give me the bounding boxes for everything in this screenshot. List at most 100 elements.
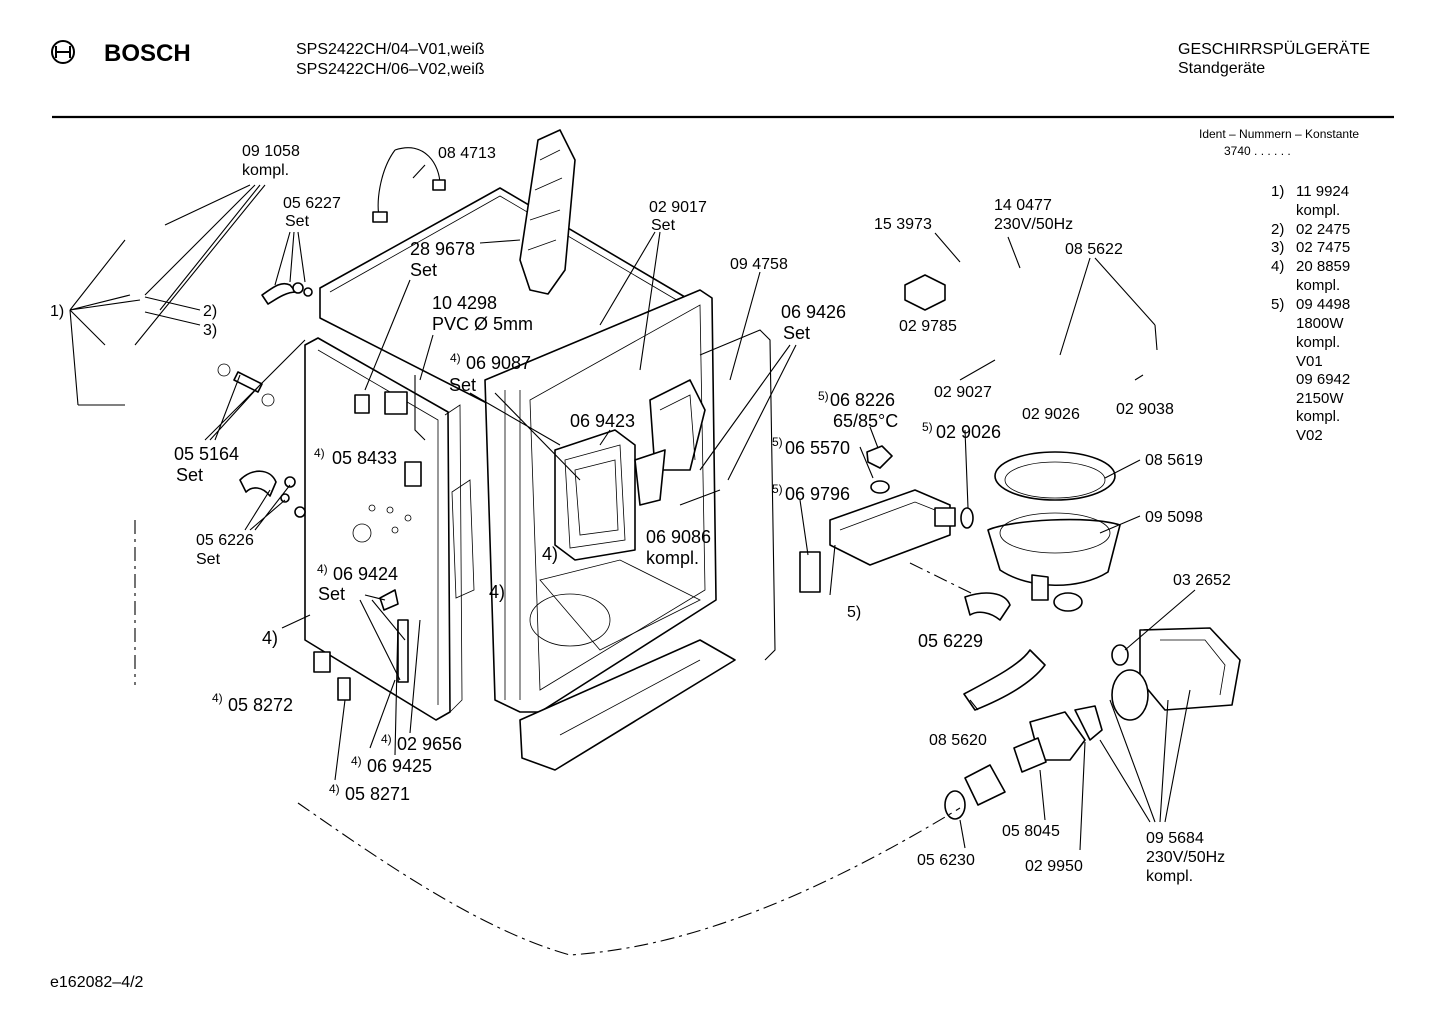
label-058433-sup: 4)	[314, 446, 325, 460]
label-140477: 14 0477	[994, 197, 1052, 214]
label-153973: 15 3973	[874, 216, 932, 233]
legend-key-4: 4)	[1271, 258, 1284, 275]
legend-key-3: 3)	[1271, 239, 1284, 256]
label-056230: 05 6230	[917, 852, 975, 869]
legend-value-3a: 02 7475	[1296, 239, 1350, 256]
label-069423: 06 9423	[570, 411, 635, 431]
label-056227-sub: Set	[285, 213, 310, 230]
label-029026a: 02 9026	[1022, 406, 1080, 423]
label-069087-sup: 4)	[450, 351, 461, 365]
label-068226: 06 8226	[830, 390, 895, 410]
ident-value: 3740 . . . . . .	[1224, 144, 1291, 158]
brand-name: BOSCH	[104, 40, 191, 67]
label-n3: 3)	[203, 322, 217, 339]
label-095098: 09 5098	[1145, 509, 1203, 526]
label-032652: 03 2652	[1173, 572, 1231, 589]
label-084713: 08 4713	[438, 145, 496, 162]
label-058045: 05 8045	[1002, 823, 1060, 840]
legend-value-4a: 20 8859	[1296, 258, 1350, 275]
label-140477-sub: 230V/50Hz	[994, 216, 1073, 233]
label-n1: 1)	[50, 303, 64, 320]
label-056226-sub: Set	[196, 551, 221, 568]
label-029027: 02 9027	[934, 384, 992, 401]
label-091058: 09 1058	[242, 143, 300, 160]
label-058433: 05 8433	[332, 448, 397, 468]
heater-pump-drawing	[799, 274, 1241, 820]
label-069424: 06 9424	[333, 564, 398, 584]
part-labels: 09 1058 kompl. 08 4713 05 6227 Set 28 96…	[50, 143, 1231, 885]
label-n4b: 4)	[489, 582, 505, 602]
model-line-1: SPS2422CH/04–V01,weiß	[296, 41, 485, 58]
label-095684-sub2: kompl.	[1146, 868, 1193, 885]
legend-value-1a: 11 9924	[1296, 183, 1349, 200]
label-056226: 05 6226	[196, 532, 254, 549]
label-069426-sub: Set	[783, 323, 810, 343]
label-104298-sub: PVC Ø 5mm	[432, 314, 533, 334]
legend-value-2a: 02 2475	[1296, 221, 1350, 238]
label-289678-sub: Set	[410, 260, 437, 280]
label-069425-sup: 4)	[351, 754, 362, 768]
legend-value-5a: 09 4498	[1296, 296, 1350, 313]
legend-value-5e: 09 6942	[1296, 371, 1350, 388]
label-091058-sub: kompl.	[242, 162, 289, 179]
legend-key-2: 2)	[1271, 221, 1284, 238]
label-095684-sub: 230V/50Hz	[1146, 849, 1225, 866]
label-029026b-sup: 5)	[922, 420, 933, 434]
category-title: GESCHIRRSPÜLGERÄTE	[1178, 40, 1370, 58]
label-065570-sup: 5)	[772, 435, 783, 449]
label-069425: 06 9425	[367, 756, 432, 776]
label-069424-sub: Set	[318, 584, 345, 604]
label-029950: 02 9950	[1025, 858, 1083, 875]
label-029785: 02 9785	[899, 318, 957, 335]
drawing-id: e162082–4/2	[50, 974, 144, 991]
legend: 1) 11 9924 kompl. 2) 02 2475 3) 02 7475 …	[1271, 183, 1350, 444]
label-069087: 06 9087	[466, 353, 531, 373]
label-068226-sup: 5)	[818, 389, 829, 403]
label-085622: 08 5622	[1065, 241, 1123, 258]
label-n2: 2)	[203, 303, 217, 320]
label-069086-sub: kompl.	[646, 548, 699, 568]
label-069426: 06 9426	[781, 302, 846, 322]
label-069424-sup: 4)	[317, 562, 328, 576]
label-029017-sub: Set	[651, 217, 676, 234]
label-058271-sup: 4)	[329, 782, 340, 796]
subcategory-title: Standgeräte	[1178, 60, 1265, 77]
label-289678: 28 9678	[410, 239, 475, 259]
label-085619: 08 5619	[1145, 452, 1203, 469]
label-056227: 05 6227	[283, 195, 341, 212]
legend-value-1b: kompl.	[1296, 202, 1340, 219]
legend-value-5d: V01	[1296, 353, 1323, 370]
label-058272-sup: 4)	[212, 691, 223, 705]
label-058272: 05 8272	[228, 695, 293, 715]
tub-frame-drawing	[217, 129, 776, 771]
label-029656: 02 9656	[397, 734, 462, 754]
label-055164-sub: Set	[176, 465, 203, 485]
model-line-2: SPS2422CH/06–V02,weiß	[296, 61, 485, 78]
label-n5: 5)	[847, 604, 861, 621]
legend-value-5h: V02	[1296, 427, 1323, 444]
label-095684: 09 5684	[1146, 830, 1204, 847]
label-029038: 02 9038	[1116, 401, 1174, 418]
label-069796-sup: 5)	[772, 482, 783, 496]
label-069086: 06 9086	[646, 527, 711, 547]
label-058271: 05 8271	[345, 784, 410, 804]
label-104298: 10 4298	[432, 293, 497, 313]
label-029026b: 02 9026	[936, 422, 1001, 442]
legend-value-4b: kompl.	[1296, 277, 1340, 294]
label-085620: 08 5620	[929, 732, 987, 749]
label-069796: 06 9796	[785, 484, 850, 504]
legend-value-5f: 2150W	[1296, 390, 1344, 407]
label-068226-sub: 65/85°C	[833, 411, 898, 431]
leader-lines	[69, 164, 1196, 956]
label-094758: 09 4758	[730, 256, 788, 273]
bosch-logo: BOSCH	[51, 40, 191, 67]
legend-key-1: 1)	[1271, 183, 1284, 200]
label-029017: 02 9017	[649, 199, 707, 216]
label-n4a: 4)	[542, 544, 558, 564]
legend-value-5c: kompl.	[1296, 334, 1340, 351]
label-065570: 06 5570	[785, 438, 850, 458]
label-n4c: 4)	[262, 628, 278, 648]
ident-title: Ident – Nummern – Konstante	[1199, 127, 1359, 141]
